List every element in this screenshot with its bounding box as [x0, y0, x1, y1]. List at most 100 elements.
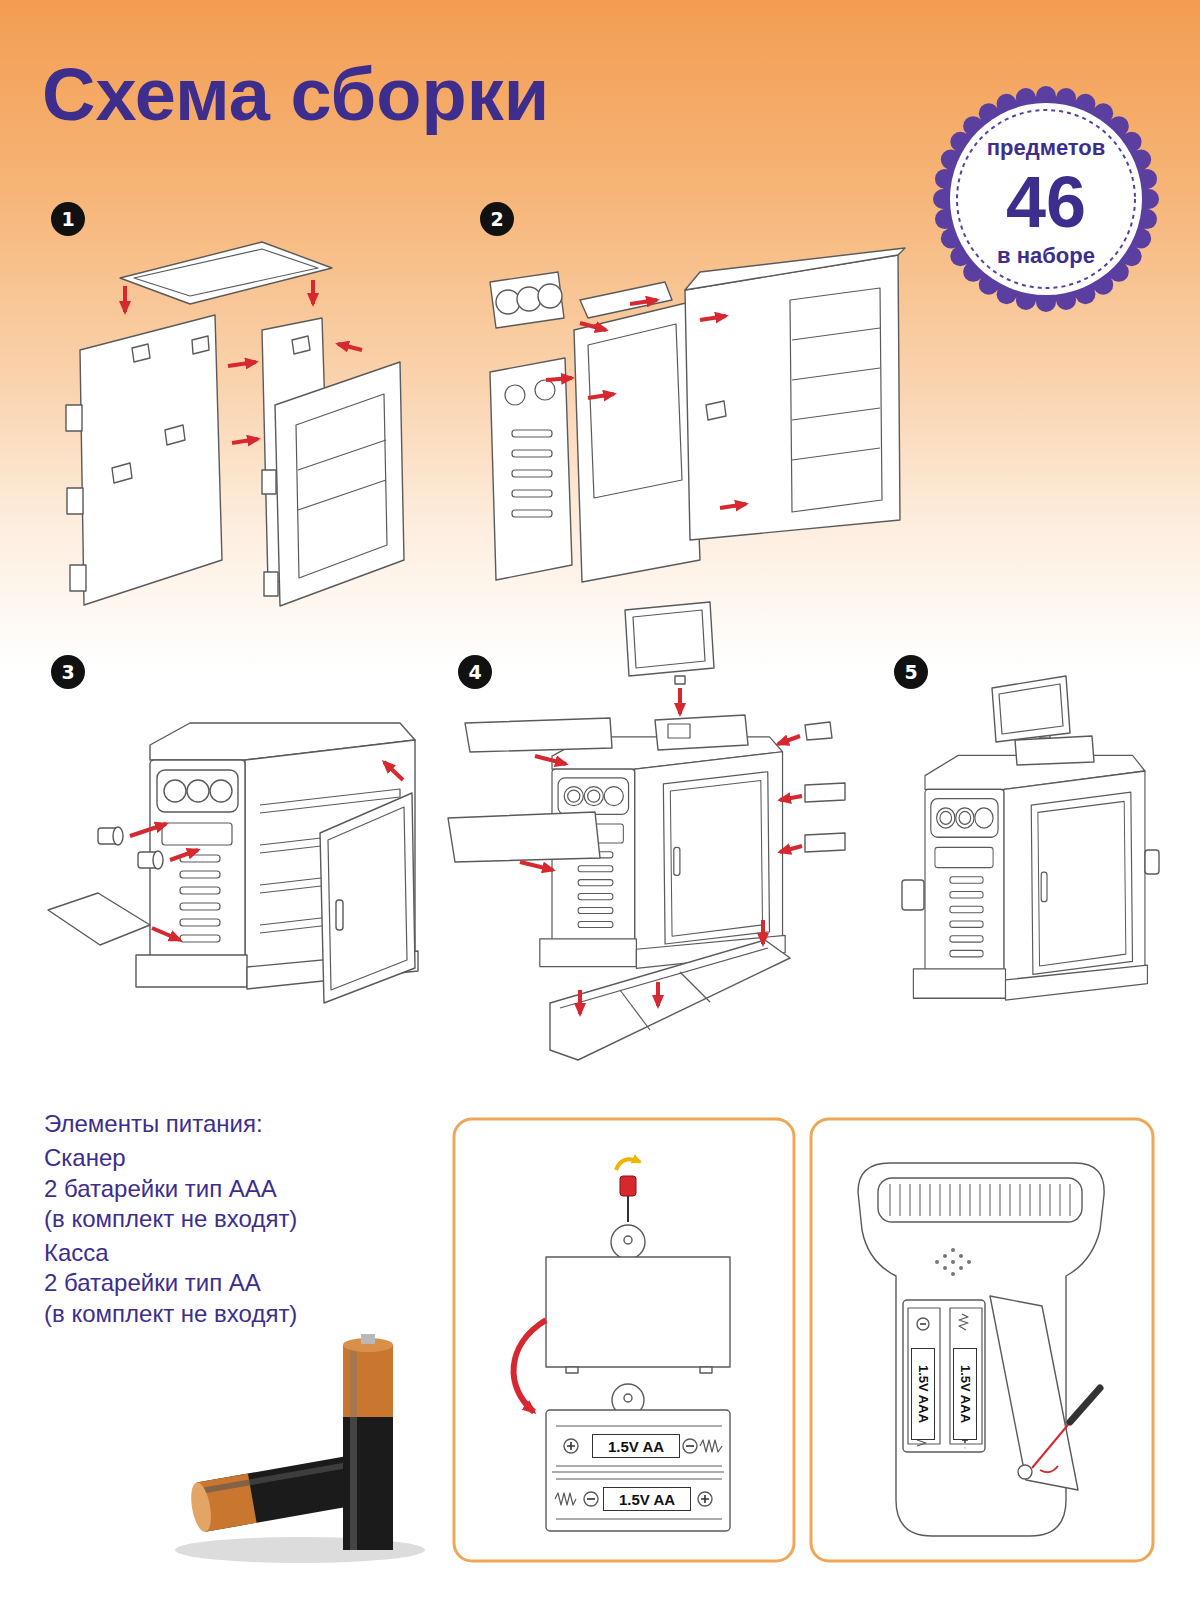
power-note: Элементы питания:: [44, 1109, 263, 1139]
step1-parts: [66, 242, 404, 606]
step2-parts: [588, 324, 682, 498]
step4-parts: [448, 812, 600, 862]
step-number-circle: 1: [51, 202, 85, 236]
scanner-battery-panel: [990, 1296, 1078, 1490]
battery-photo: [350, 1345, 357, 1550]
register-battery-panel: [620, 1176, 636, 1196]
register-battery-panel: [552, 1471, 724, 1472]
step4-parts: [780, 796, 802, 800]
step1-parts: [232, 439, 258, 443]
step2-parts: [496, 290, 520, 314]
scanner-battery-panel: [964, 1447, 966, 1449]
step5-assembled: [1031, 792, 1132, 974]
aaa-battery-label: 1.5V AAA: [911, 1348, 935, 1440]
step4-parts: [675, 676, 685, 684]
step2-parts: [538, 284, 562, 308]
power-note: 2 батарейки тип AAA: [44, 1174, 277, 1204]
step1-parts: [262, 470, 276, 494]
step1-parts: [296, 394, 387, 578]
step2-parts: [792, 408, 880, 420]
register-battery-panel: [556, 1478, 722, 1479]
step2-parts: [535, 380, 555, 400]
step5-assembled: [999, 684, 1063, 734]
step3-parts: [320, 793, 415, 1003]
scanner-battery-panel: [951, 1272, 955, 1276]
step-number-circle: 2: [480, 202, 514, 236]
register-battery-panel: [627, 1196, 629, 1222]
step4-parts: [568, 790, 600, 802]
step-number-circle: 1: [61, 208, 74, 230]
scanner-battery-panel: [943, 1266, 947, 1270]
step1-parts: [298, 440, 386, 470]
step5-assembled: [913, 755, 1147, 1000]
step1-parts: [66, 405, 82, 431]
aa-battery-label: 1.5V AA: [619, 1491, 675, 1508]
aa-battery-label: 1.5V AA: [592, 1434, 680, 1458]
register-battery-panel: [587, 1498, 595, 1500]
scanner-battery-panel: [943, 1254, 947, 1258]
register-battery-panel: [698, 1492, 712, 1506]
register-battery-panel: [454, 1119, 794, 1561]
step-number-circle: 3: [61, 661, 74, 683]
step4-parts: [805, 722, 832, 740]
step2-parts: [685, 248, 905, 290]
step4-parts: [448, 602, 845, 1060]
step2-parts: [580, 282, 672, 318]
battery-photo: [175, 1334, 425, 1563]
aa-battery-label: 1.5V AA: [603, 1487, 691, 1511]
step3-parts: [113, 827, 123, 845]
step1-parts: [132, 344, 150, 362]
step3-parts: [130, 824, 166, 836]
register-battery-panel: [566, 1367, 578, 1373]
step3-parts: [153, 851, 163, 869]
step-number-circle: 5: [894, 655, 928, 689]
register-battery-panel: [686, 1445, 694, 1447]
scanner-battery-panel: [951, 1248, 955, 1252]
scanner-battery-panel: [908, 1308, 940, 1444]
step4-parts: [761, 920, 765, 944]
register-battery-panel: [624, 1394, 632, 1402]
register-battery-panel: [616, 1159, 640, 1170]
scanner-battery-panel: [811, 1119, 1153, 1561]
scanner-battery-panel: [903, 1300, 985, 1452]
step3-parts: [152, 928, 180, 940]
step-number-circle: 5: [904, 661, 917, 683]
power-note: 2 батарейки тип AA: [44, 1268, 261, 1298]
scanner-battery-panel: [959, 1314, 968, 1330]
page-title: Схема сборки: [42, 50, 549, 140]
step4-parts: [668, 724, 690, 738]
step3-parts: [328, 807, 407, 990]
power-note: Сканер: [44, 1143, 126, 1173]
register-battery-panel: [514, 1320, 546, 1412]
scanner-battery-panel: [890, 1184, 1070, 1216]
register-battery-panel: [611, 1225, 645, 1259]
step4-parts: [465, 718, 612, 752]
step5-assembled: [1015, 736, 1094, 765]
register-battery-panel: [700, 1440, 722, 1452]
step2-parts: [512, 430, 552, 437]
step5-assembled: [902, 880, 924, 910]
step-number-circle: 4: [458, 655, 492, 689]
step4-parts: [560, 948, 768, 1008]
step3-parts: [48, 723, 418, 1003]
step2-parts: [685, 255, 900, 540]
step1-parts: [192, 336, 209, 354]
register-battery-panel: [683, 1439, 697, 1453]
step1-parts: [112, 463, 132, 483]
battery-photo: [188, 1456, 353, 1533]
step1-parts: [292, 336, 310, 354]
step1-parts: [123, 286, 127, 312]
item-count-badge: предметов46в наборе: [931, 84, 1161, 314]
step1-parts: [264, 572, 278, 596]
step2-parts: [792, 368, 880, 380]
scanner-battery-panel: [951, 1260, 955, 1264]
register-battery-panel: [701, 1495, 709, 1503]
step4-parts: [805, 783, 845, 802]
step2-parts: [700, 316, 726, 320]
power-note: (в комплект не входят): [44, 1299, 297, 1329]
register-battery-panel: [556, 1425, 722, 1426]
step4-parts: [620, 990, 650, 1030]
step2-parts: [490, 248, 905, 582]
step2-parts: [490, 272, 564, 328]
